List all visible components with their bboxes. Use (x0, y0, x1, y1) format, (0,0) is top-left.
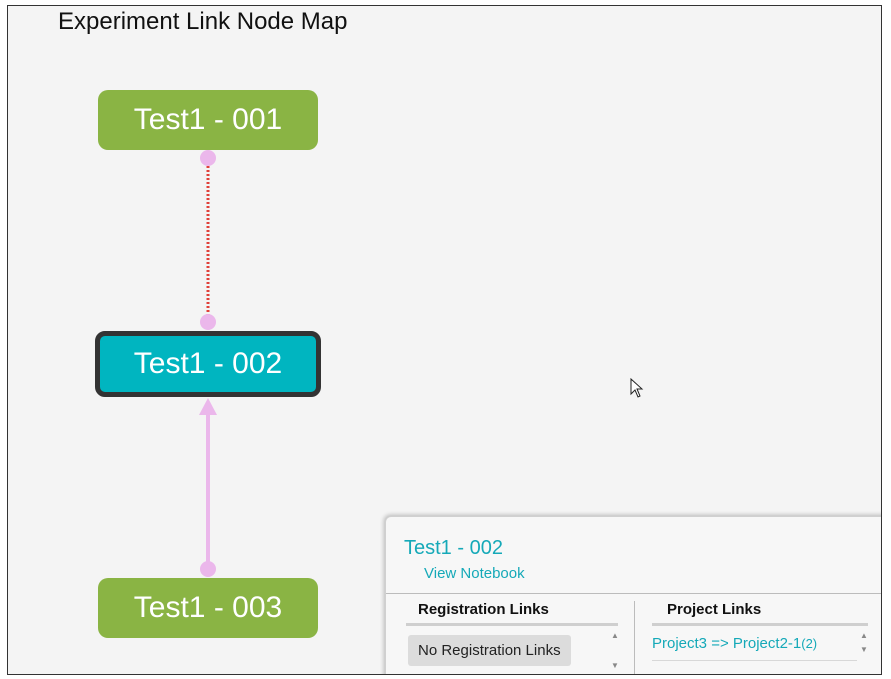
panel-divider (386, 593, 881, 594)
node-test1-003[interactable]: Test1 - 003 (98, 578, 318, 638)
mouse-cursor-icon (630, 378, 644, 398)
page-title: Experiment Link Node Map (58, 8, 348, 35)
scroll-up-icon[interactable]: ▲ (611, 631, 619, 640)
column-divider (634, 601, 635, 674)
panel-title: Test1 - 002 (404, 537, 503, 559)
view-notebook-link[interactable]: View Notebook (424, 565, 525, 582)
link-layer (199, 150, 217, 577)
link-endpoint-002-top (200, 314, 216, 330)
node-detail-panel: Test1 - 002 View Notebook Registration L… (385, 516, 881, 674)
scroll-up-icon[interactable]: ▲ (860, 631, 868, 640)
project-links-header: Project Links (652, 601, 868, 626)
project-link-item[interactable]: Project3 => Project2-1(2) (652, 635, 857, 661)
scroll-down-icon[interactable]: ▼ (860, 645, 868, 654)
link-endpoint-001 (200, 150, 216, 166)
registration-scrollbar[interactable]: ▲ ▼ (609, 631, 621, 671)
no-registration-links-badge: No Registration Links (408, 635, 571, 666)
node-map-canvas[interactable]: Experiment Link Node Map Test1 - 001 Tes… (7, 5, 882, 675)
registration-links-header: Registration Links (406, 601, 618, 626)
node-test1-002[interactable]: Test1 - 002 (95, 331, 321, 397)
node-test1-001[interactable]: Test1 - 001 (98, 90, 318, 150)
link-arrowhead (199, 398, 217, 415)
project-link-count: (2) (801, 636, 818, 651)
link-endpoint-003 (200, 561, 216, 577)
scroll-down-icon[interactable]: ▼ (611, 661, 619, 670)
project-link-label: Project3 => Project2-1 (652, 635, 802, 652)
project-scrollbar[interactable]: ▲ ▼ (858, 631, 870, 655)
